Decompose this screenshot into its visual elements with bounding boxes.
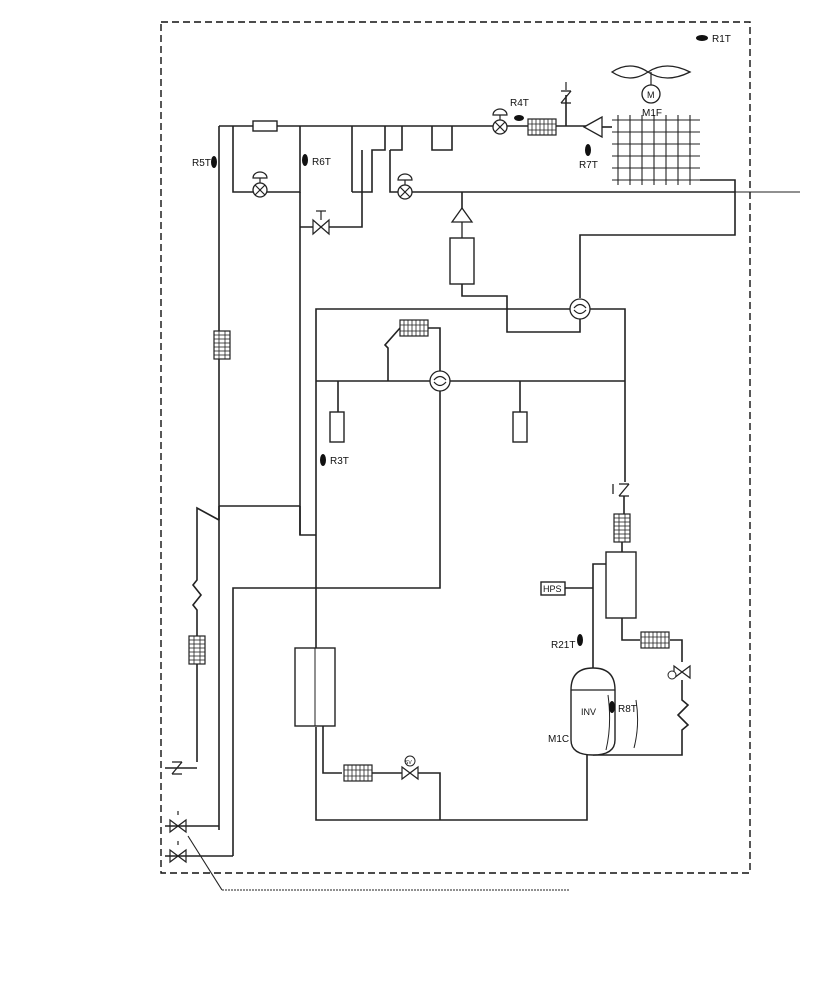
sensor-r3t <box>320 454 326 466</box>
sensor-r7t <box>585 144 591 156</box>
motor-letter: M <box>647 90 655 100</box>
distributor <box>449 206 581 333</box>
sensor-r6t <box>302 154 308 166</box>
leader-lines <box>187 835 223 891</box>
label-sv: SV <box>405 760 412 766</box>
label-r6t: R6T <box>312 157 331 168</box>
stop-valve-gas <box>165 841 233 864</box>
filter-left <box>213 330 231 360</box>
capillary-tube <box>252 120 278 132</box>
sensor-r1t <box>696 35 708 41</box>
label-r4t: R4T <box>510 98 529 109</box>
expansion-valve-3 <box>492 108 508 135</box>
expansion-valve-1 <box>252 171 268 198</box>
label-inv: INV <box>581 707 596 717</box>
label-r3t: R3T <box>330 456 349 467</box>
oil-separator <box>605 551 637 619</box>
three-way-valve <box>312 210 330 236</box>
compressor <box>570 667 639 756</box>
label-m1f: M1F <box>642 108 662 119</box>
filter-right <box>613 513 631 543</box>
sensor-r5t <box>211 156 217 168</box>
check-valve-right <box>618 483 630 497</box>
stop-valve-liquid <box>165 811 219 834</box>
label-hps: HPS <box>543 584 562 594</box>
filter-bottom <box>343 764 373 782</box>
label-r5t: R5T <box>192 158 211 169</box>
label-r21t: R21T <box>551 640 575 651</box>
condenser-coil <box>582 115 736 192</box>
solenoid-valve-sv <box>401 766 419 780</box>
unit-boundary <box>160 21 751 874</box>
four-way-valve-middle <box>429 370 451 392</box>
filter-top <box>527 118 557 136</box>
expansion-valve-2 <box>397 173 413 200</box>
fan-motor: M <box>610 65 692 104</box>
label-r1t: R1T <box>712 34 731 45</box>
four-way-valve-top <box>569 298 591 320</box>
left-branch <box>191 505 316 830</box>
sensor-r4t <box>514 115 524 121</box>
label-m1c: M1C <box>548 734 569 745</box>
middle-piping <box>232 308 626 856</box>
label-r7t: R7T <box>579 160 598 171</box>
sensor-r8t <box>609 701 615 713</box>
tube-right <box>512 411 528 443</box>
oil-return-valve <box>673 665 691 679</box>
sensor-r21t <box>577 634 583 646</box>
tube-left <box>329 411 345 443</box>
filter-middle <box>399 319 429 337</box>
filter-left-bottom <box>188 635 206 665</box>
filter-oil <box>640 631 670 649</box>
label-r8t: R8T <box>618 704 637 715</box>
